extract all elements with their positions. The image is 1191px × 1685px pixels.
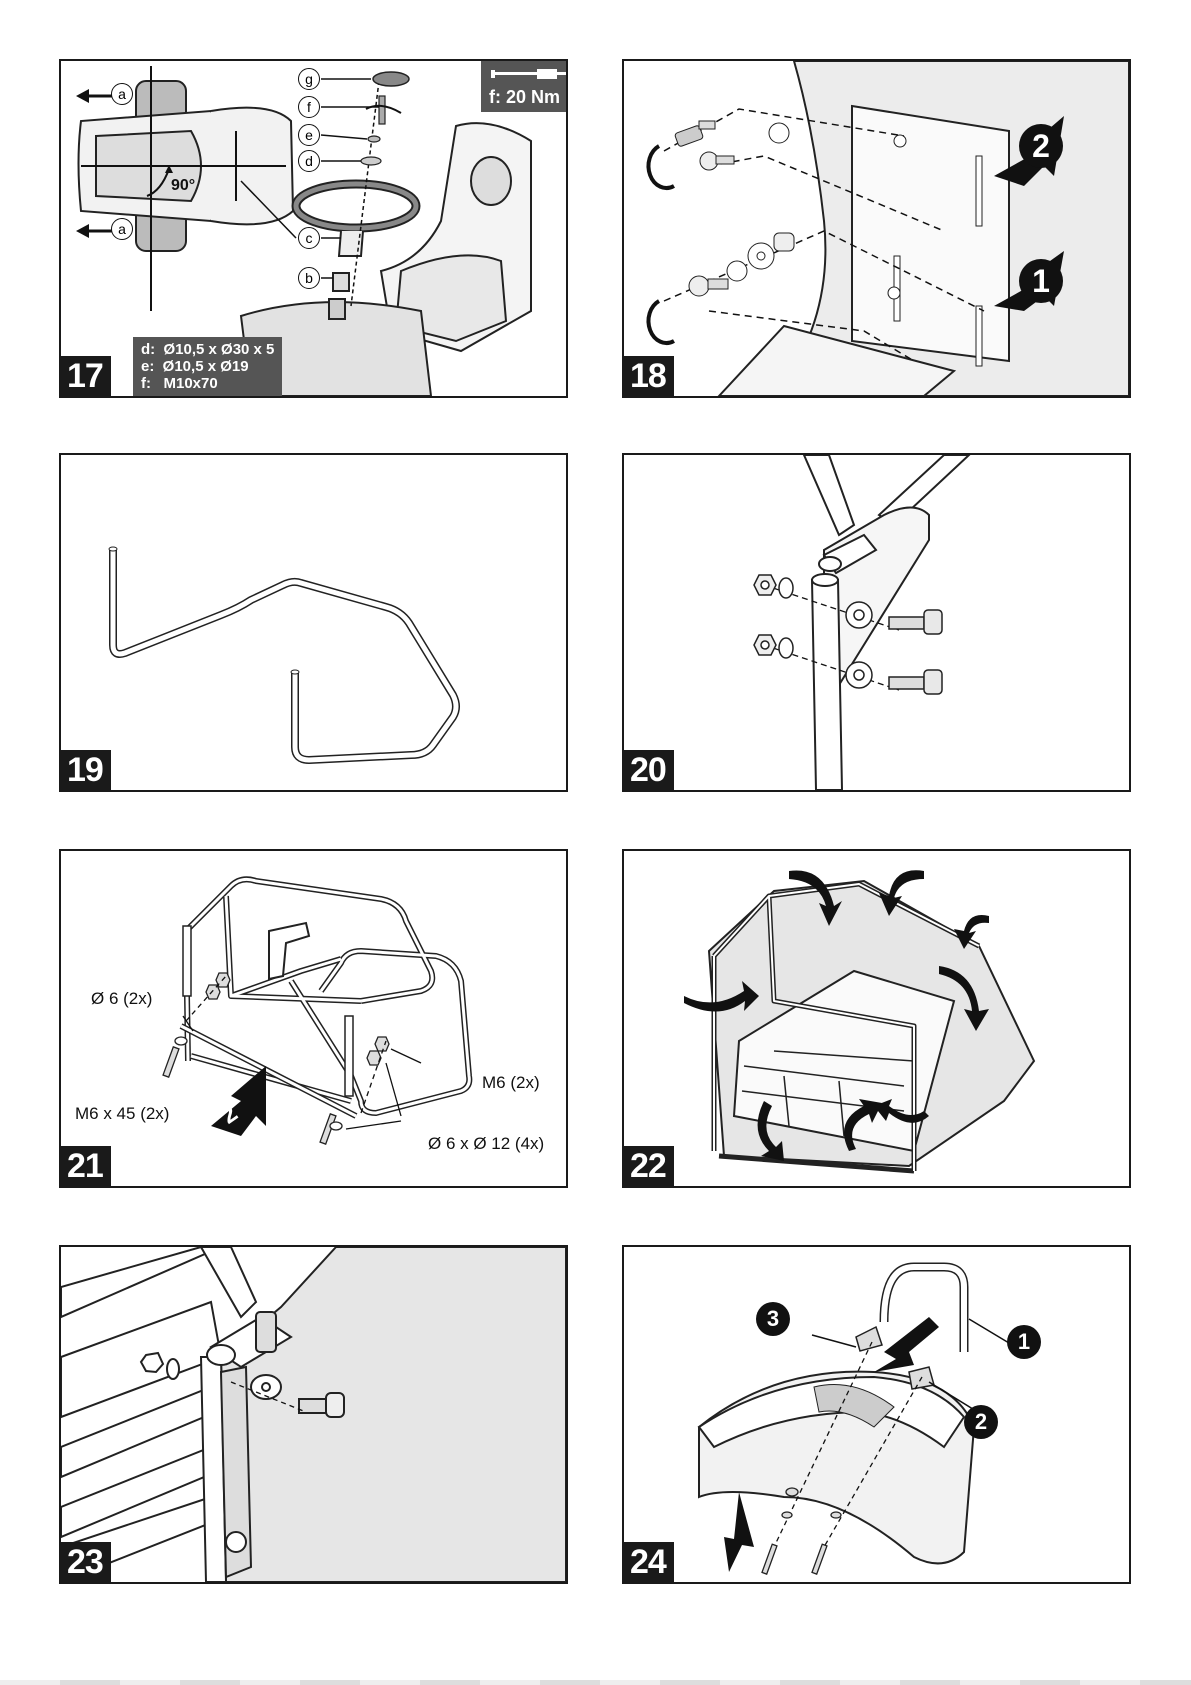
panel-number: 24 bbox=[624, 1542, 674, 1582]
panel-18: 2 1 18 bbox=[622, 59, 1131, 398]
panel-number: 17 bbox=[61, 356, 111, 396]
bag-fabric-fitting-drawing bbox=[624, 851, 1129, 1186]
panel-22: 22 bbox=[622, 849, 1131, 1188]
step-1-badge: 1 bbox=[1019, 259, 1063, 303]
panel-24: 1 2 3 24 bbox=[622, 1245, 1131, 1584]
panel-17: a a 90° g f e d c b f: 20 Nm d: Ø10,5 x … bbox=[59, 59, 568, 398]
nut-label: M6 (2x) bbox=[482, 1073, 540, 1093]
torque-value: f: 20 Nm bbox=[489, 87, 560, 107]
page-footer-strip bbox=[0, 1680, 1191, 1685]
step-2-badge: 2 bbox=[1019, 124, 1063, 168]
panel-number: 20 bbox=[624, 750, 674, 790]
panel-19: 19 bbox=[59, 453, 568, 792]
panel-23: 23 bbox=[59, 1245, 568, 1584]
torque-wrench-icon bbox=[491, 69, 567, 79]
angle-label: 90° bbox=[171, 177, 195, 195]
frame-bracket-bolt-drawing bbox=[624, 455, 1129, 790]
label-a-top: a bbox=[111, 83, 133, 105]
bag-lid-handle-drawing bbox=[624, 1247, 1129, 1582]
panel-number: 23 bbox=[61, 1542, 111, 1582]
part-d: d bbox=[298, 150, 320, 172]
part-f: f bbox=[298, 96, 320, 118]
bag-hinge-bolt-drawing bbox=[61, 1247, 566, 1582]
hardware-spec: d: Ø10,5 x Ø30 x 5 e: Ø10,5 x Ø19 f: M10… bbox=[133, 337, 282, 396]
part-c: c bbox=[298, 227, 320, 249]
torque-spec: f: 20 Nm bbox=[481, 61, 566, 112]
part-b: b bbox=[298, 267, 320, 289]
label-a-bottom: a bbox=[111, 218, 133, 240]
callout-1: 1 bbox=[1007, 1325, 1041, 1359]
bag-frame-tube-drawing bbox=[61, 455, 566, 790]
washer-label: Ø 6 x Ø 12 (4x) bbox=[428, 1134, 544, 1154]
panel-number: 18 bbox=[624, 356, 674, 396]
bolt-label: M6 x 45 (2x) bbox=[75, 1104, 169, 1124]
pin-label: Ø 6 (2x) bbox=[91, 989, 152, 1009]
part-g: g bbox=[298, 68, 320, 90]
panel-21: Ø 6 (2x) M6 x 45 (2x) M6 (2x) Ø 6 x Ø 12… bbox=[59, 849, 568, 1188]
handle-insert-arrow bbox=[874, 1317, 939, 1372]
part-e: e bbox=[298, 124, 320, 146]
callout-3: 3 bbox=[756, 1302, 790, 1336]
grass-chute-bracket-drawing bbox=[624, 61, 1129, 396]
panel-number: 22 bbox=[624, 1146, 674, 1186]
panel-number: 19 bbox=[61, 750, 111, 790]
screw-insert-arrow bbox=[724, 1492, 754, 1572]
panel-number: 21 bbox=[61, 1146, 111, 1186]
panel-20: 20 bbox=[622, 453, 1131, 792]
callout-2: 2 bbox=[964, 1405, 998, 1439]
